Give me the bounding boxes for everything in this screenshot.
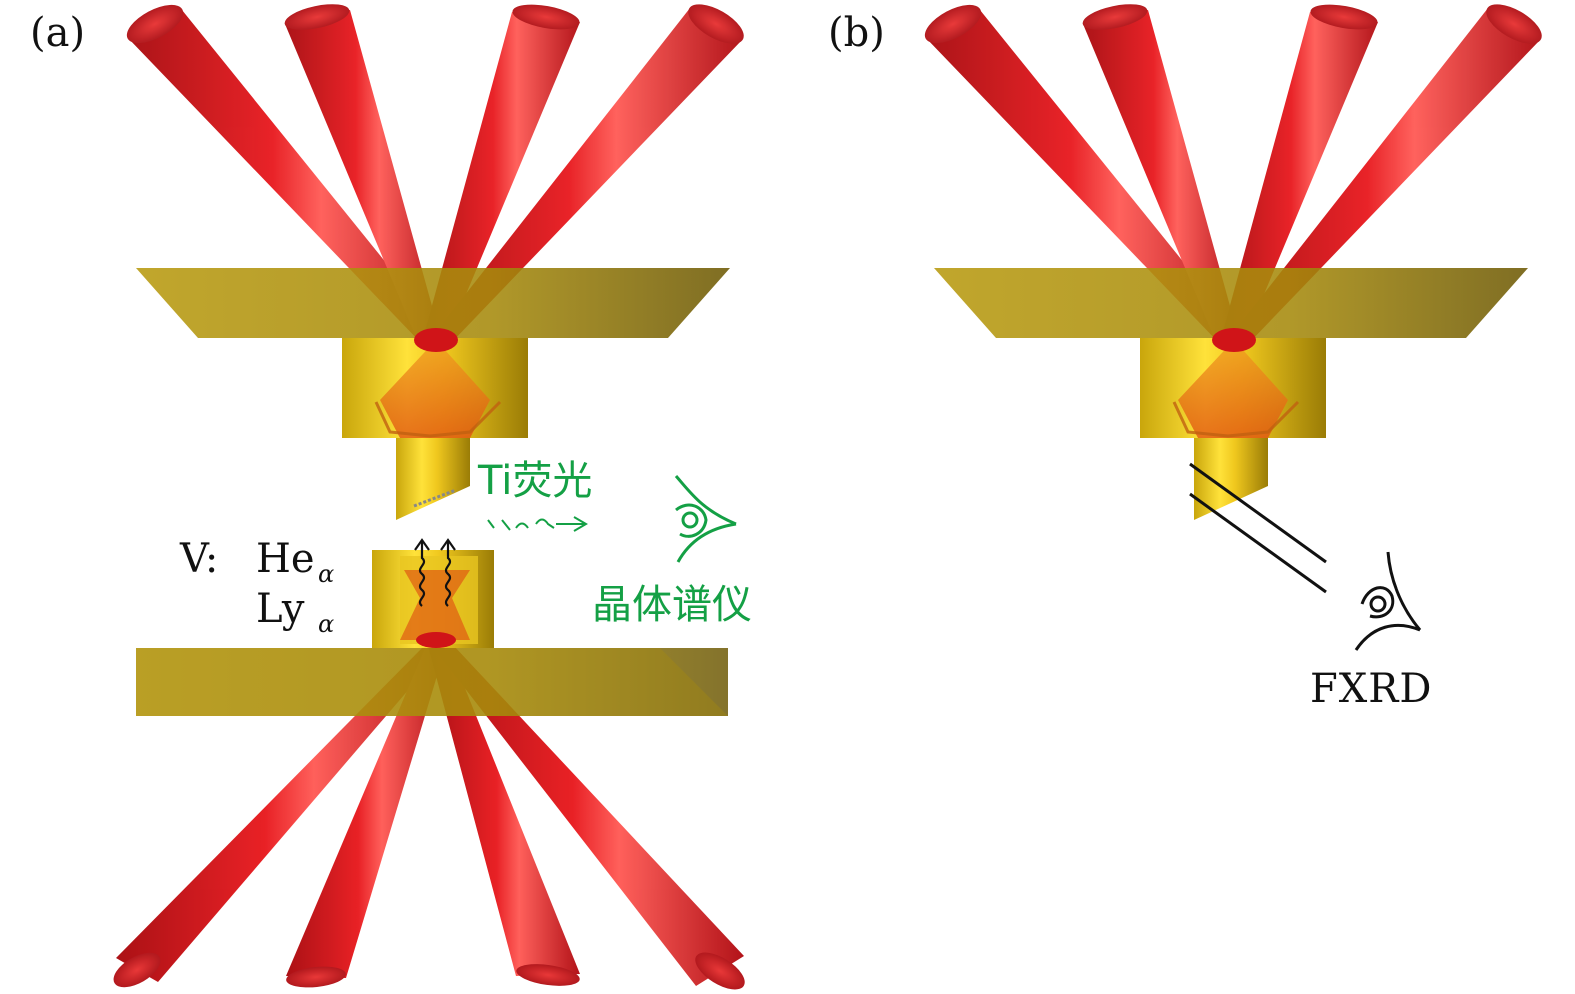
panel-a: (a) Ti荧光 晶体谱仪 V: He α Ly α bbox=[30, 0, 752, 990]
panel-label-a: (a) bbox=[30, 10, 85, 56]
lower-laser-beams bbox=[113, 646, 745, 990]
lower-cylinder bbox=[372, 550, 494, 648]
panel-label-b: (b) bbox=[828, 10, 885, 56]
ly-line-subscript: α bbox=[318, 610, 334, 638]
line-of-sight bbox=[1189, 462, 1327, 594]
spectrometer-eye-icon bbox=[674, 475, 737, 563]
hohlraum-top-assembly bbox=[119, 0, 752, 522]
panel-b: (b) FXRD bbox=[828, 0, 1550, 712]
emission-arrows bbox=[414, 538, 456, 607]
ly-line-label: Ly bbox=[256, 586, 305, 632]
v-prefix-label: V: bbox=[179, 536, 218, 582]
fxrd-label: FXRD bbox=[1310, 666, 1432, 712]
he-line-subscript: α bbox=[318, 560, 334, 588]
fluorescence-arrow bbox=[487, 516, 588, 532]
he-line-label: He bbox=[256, 536, 315, 582]
ti-fluorescence-label: Ti荧光 bbox=[477, 458, 592, 504]
detector-eye-icon bbox=[1354, 551, 1422, 651]
ti-foil bbox=[413, 488, 457, 508]
lower-plate bbox=[136, 648, 728, 716]
crystal-spectrometer-label: 晶体谱仪 bbox=[592, 582, 752, 628]
hohlraum-top-assembly-b bbox=[917, 0, 1550, 522]
